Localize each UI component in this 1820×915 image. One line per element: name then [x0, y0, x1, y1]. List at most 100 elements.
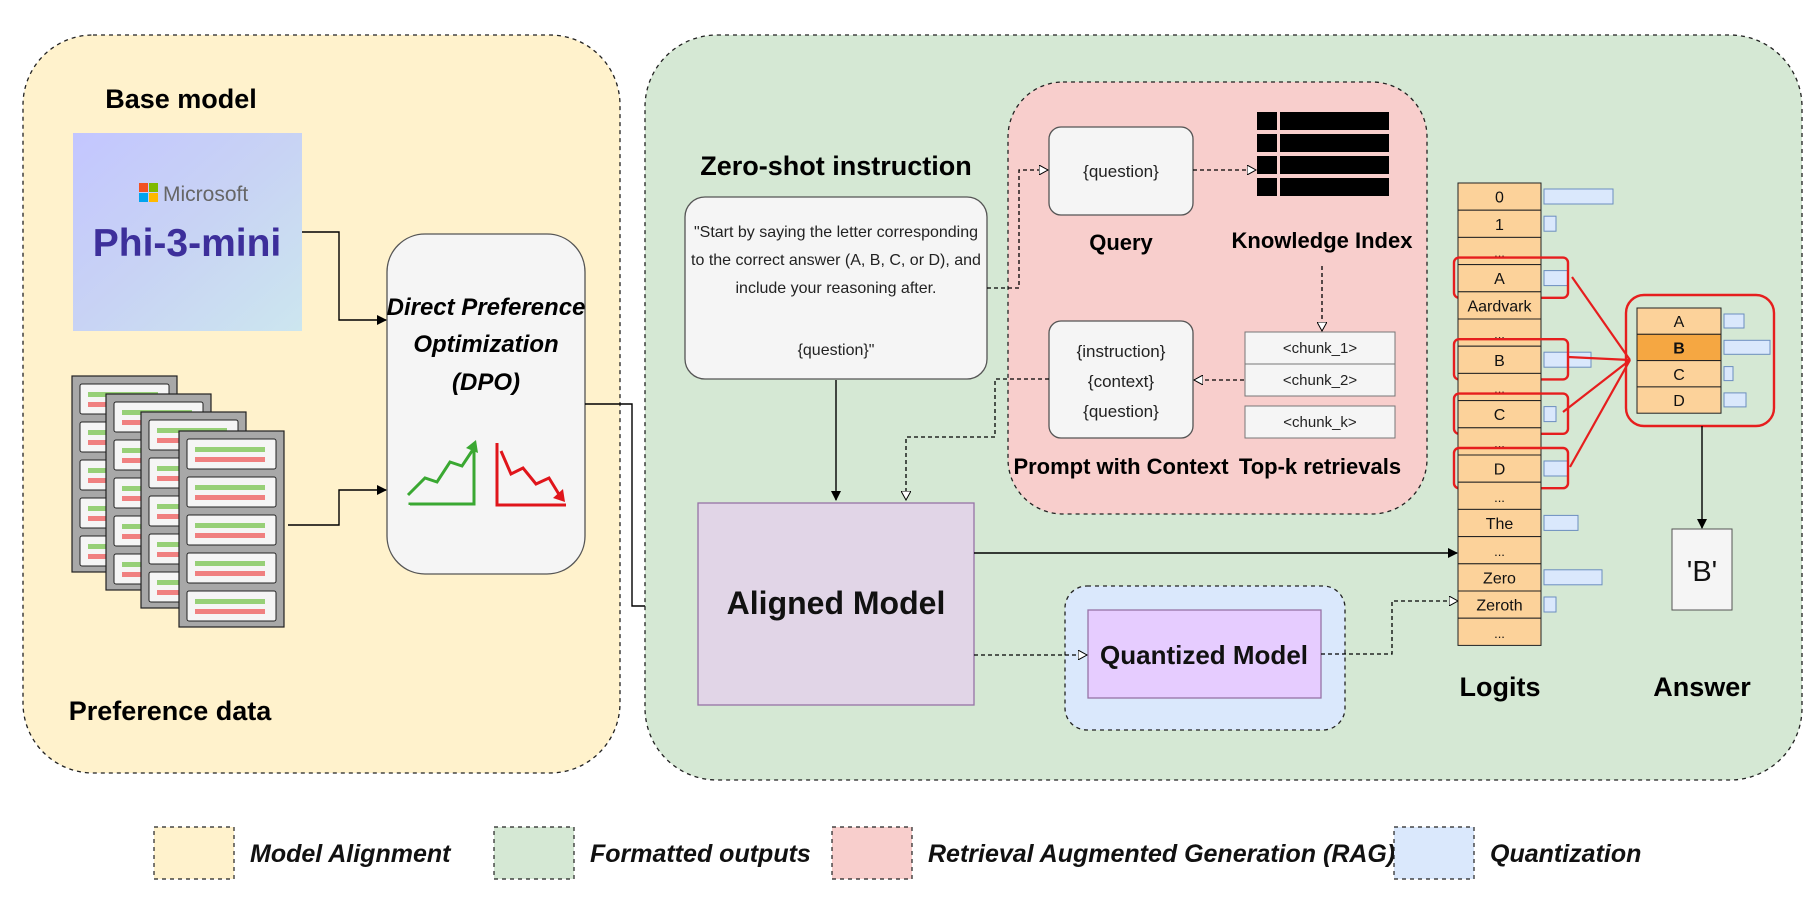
knowledge-index-icon: [1257, 112, 1389, 196]
query-box-text: {question}: [1083, 162, 1159, 181]
logit-bar: [1543, 514, 1579, 531]
legend-swatch: [831, 826, 913, 880]
prompt-line1: {instruction}: [1077, 342, 1166, 361]
prompt-context-label: Prompt with Context: [1013, 454, 1229, 479]
dpo-title-line1: Direct Preference: [387, 294, 586, 321]
logits-column: 01...AAardvark...B...C...D...The...ZeroZ…: [1452, 182, 1614, 646]
answer-token: A: [1674, 314, 1685, 331]
quantized-model-box: Quantized Model: [1087, 609, 1322, 699]
legend-label: Retrieval Augmented Generation (RAG): [928, 840, 1395, 868]
quantized-model-label: Quantized Model: [1100, 640, 1308, 670]
instruction-line1: "Start by saying the letter correspondin…: [694, 224, 978, 241]
logit-token: A: [1494, 271, 1505, 288]
prompt-line2: {context}: [1088, 372, 1154, 391]
logit-token: ...: [1494, 245, 1505, 260]
chunk-2: [1244, 363, 1396, 397]
legend-item: Formatted outputs: [493, 826, 811, 880]
answer-row: D: [1636, 386, 1747, 414]
logit-bar: [1543, 569, 1603, 586]
knowledge-index-label: Knowledge Index: [1232, 228, 1414, 253]
logit-bar: [1543, 596, 1557, 613]
phi-3-mini-logo: Microsoft Phi-3-mini: [73, 133, 302, 331]
legend-item: Retrieval Augmented Generation (RAG): [831, 826, 1395, 880]
logit-row: ...: [1457, 481, 1542, 510]
logit-token: C: [1494, 407, 1506, 424]
query-box: {question}: [1048, 126, 1194, 216]
dpo-box: Direct Preference Optimization (DPO): [386, 233, 586, 575]
instruction-line3: include your reasoning after.: [735, 280, 936, 297]
logit-row: ...: [1457, 318, 1542, 347]
chunk-1: [1244, 331, 1396, 365]
trend-up-icon: [406, 440, 478, 506]
logit-token: ...: [1494, 490, 1505, 505]
zero-shot-title: Zero-shot instruction: [700, 151, 972, 181]
logit-token: Aardvark: [1467, 298, 1532, 315]
logit-row: ...: [1457, 617, 1542, 646]
answer-bar: [1723, 339, 1771, 355]
chunk-1-text: <chunk_1>: [1283, 340, 1357, 357]
preference-data-label: Preference data: [69, 696, 273, 726]
logit-row: 0: [1457, 182, 1614, 211]
answer-row: B: [1636, 333, 1771, 362]
prompt-context-box: {instruction} {context} {question}: [1048, 320, 1194, 439]
base-model-label: Base model: [105, 84, 257, 114]
legend: Model Alignment Formatted outputs Retrieva…: [153, 826, 1641, 880]
logit-token: ...: [1494, 381, 1505, 396]
logit-token: Zero: [1483, 570, 1516, 587]
logo-vendor: Microsoft: [163, 183, 248, 206]
logit-row: A: [1452, 256, 1570, 300]
logit-row: Zero: [1457, 563, 1603, 592]
logit-token: The: [1486, 516, 1514, 533]
chunk-2-text: <chunk_2>: [1283, 372, 1357, 389]
logit-token: 0: [1495, 190, 1504, 207]
logit-token: ...: [1494, 435, 1505, 450]
answer-row: C: [1636, 360, 1734, 388]
legend-item: Model Alignment: [153, 826, 452, 880]
logit-row: 1: [1457, 209, 1557, 238]
logit-bar: [1543, 188, 1614, 205]
top-k-label: Top-k retrievals: [1239, 454, 1401, 479]
instruction-box: "Start by saying the letter correspondin…: [684, 196, 988, 380]
answer-bar: [1723, 366, 1734, 382]
preference-sheet: [178, 430, 285, 628]
answer-bar: [1723, 392, 1747, 408]
legend-swatch: [1393, 826, 1475, 880]
aligned-model-label: Aligned Model: [727, 585, 946, 621]
logit-bar: [1543, 406, 1557, 423]
logit-token: 1: [1495, 217, 1504, 234]
logit-row: ...: [1457, 236, 1542, 266]
instruction-line2: to the correct answer (A, B, C, or D), a…: [691, 252, 981, 269]
microsoft-logo-icon: [139, 183, 158, 202]
logit-bar: [1543, 270, 1569, 287]
logit-row: ...: [1457, 372, 1542, 402]
logit-token: Zeroth: [1476, 598, 1522, 615]
logit-row: The: [1457, 508, 1579, 538]
chunk-k: [1244, 405, 1396, 439]
answer-box: 'B': [1671, 528, 1733, 611]
logit-row: ...: [1457, 536, 1542, 565]
answer-row: A: [1636, 307, 1745, 335]
highlight-connectors: [1562, 276, 1631, 468]
instruction-line4: {question}": [798, 342, 875, 359]
answer-bar: [1723, 313, 1745, 329]
logit-token: ...: [1494, 626, 1505, 641]
answer-token: B: [1673, 340, 1685, 357]
logit-row: C: [1452, 392, 1570, 436]
trend-down-icon: [495, 443, 566, 507]
logo-model: Phi-3-mini: [93, 222, 282, 265]
preference-data-stack: [71, 375, 285, 628]
logit-row: ...: [1457, 427, 1542, 456]
dpo-title-line2: Optimization: [413, 331, 558, 358]
answer-token: D: [1673, 393, 1685, 410]
answer-title: Answer: [1653, 672, 1751, 702]
legend-label: Quantization: [1490, 840, 1641, 868]
aligned-model-box: Aligned Model: [697, 502, 975, 706]
logit-row: Aardvark: [1457, 291, 1542, 320]
legend-label: Model Alignment: [250, 840, 452, 868]
chunk-k-text: <chunk_k>: [1283, 414, 1357, 431]
legend-swatch: [493, 826, 575, 880]
top-k-chunks: <chunk_1> <chunk_2> <chunk_k>: [1244, 331, 1396, 439]
